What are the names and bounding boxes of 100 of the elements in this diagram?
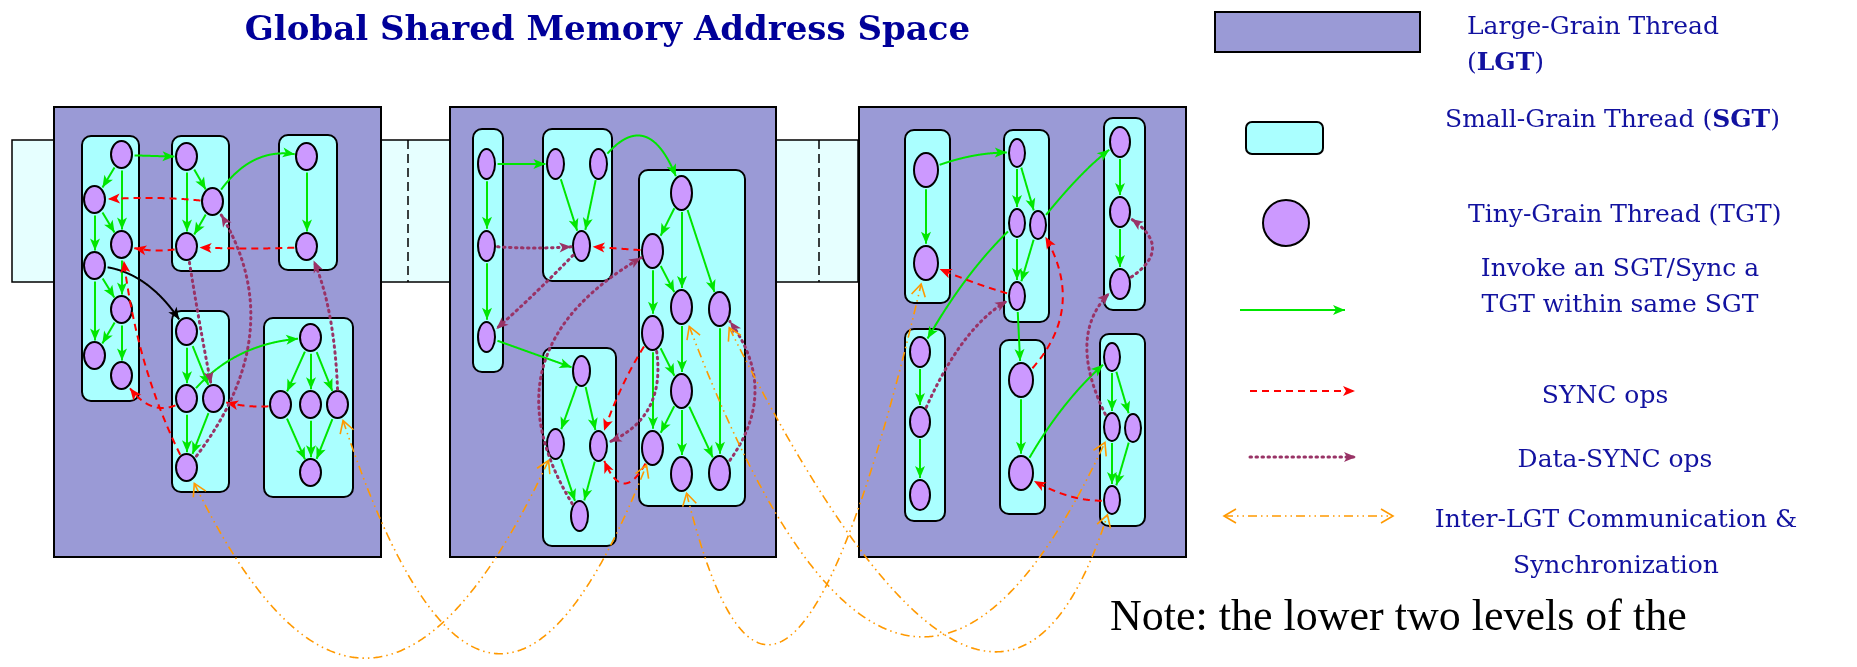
- arrow: [1028, 363, 1105, 459]
- arrow: [286, 417, 306, 461]
- arrow: [606, 134, 677, 178]
- tgt-ellipse: [1108, 195, 1131, 228]
- arrow: [591, 242, 642, 253]
- tgt-ellipse: [708, 454, 731, 491]
- tgt-ellipse: [1007, 137, 1026, 168]
- arrow: [921, 188, 931, 245]
- double-arrow: [681, 283, 926, 646]
- arrow: [938, 267, 1009, 295]
- tgt-ellipse: [299, 323, 322, 352]
- arrow: [191, 412, 210, 455]
- tgt-ellipse: [1007, 207, 1026, 238]
- tgt-ellipse: [83, 251, 106, 280]
- arrow: [193, 213, 207, 236]
- arrow: [90, 280, 100, 342]
- arrow: [659, 264, 676, 294]
- tgt-ellipse: [641, 232, 664, 269]
- arrow: [101, 211, 116, 234]
- lgt-box: [858, 106, 1187, 558]
- arrow: [482, 180, 492, 230]
- arrow: [938, 147, 1008, 166]
- note-text: Note: the lower two levels of the: [1110, 590, 1688, 642]
- lgt-box: [449, 106, 777, 558]
- sgt-box: [81, 135, 140, 402]
- tgt-ellipse: [1123, 412, 1142, 443]
- arrow: [1129, 217, 1154, 279]
- sgt-box: [542, 128, 613, 282]
- legend-text: Small-Grain Thread (SGT): [1445, 103, 1781, 135]
- arrow: [120, 259, 182, 456]
- tgt-ellipse: [912, 244, 939, 281]
- sgt-box: [638, 169, 746, 507]
- tgt-ellipse: [299, 458, 322, 487]
- tgt-ellipse: [908, 335, 931, 368]
- tgt-ellipse: [175, 317, 198, 346]
- tgt-ellipse: [477, 147, 496, 180]
- arrow: [1012, 238, 1022, 281]
- arrow: [198, 242, 296, 253]
- arrow: [187, 260, 214, 386]
- tgt-ellipse: [912, 151, 939, 188]
- tgt-ellipse: [477, 229, 496, 262]
- arrow: [677, 325, 687, 373]
- tgt-ellipse: [295, 232, 318, 261]
- arrow: [220, 147, 296, 191]
- legend-text: Large-Grain Thread (LGT): [1467, 10, 1720, 78]
- arrow: [496, 339, 573, 369]
- arrow: [582, 179, 597, 231]
- arrow: [915, 438, 925, 479]
- sgt-box: [904, 328, 946, 522]
- tgt-ellipse: [908, 478, 931, 511]
- arrow: [182, 413, 192, 454]
- arrow: [603, 459, 647, 485]
- arrow: [582, 460, 596, 502]
- legend-text: Tiny-Grain Thread (TGT): [1468, 198, 1783, 230]
- tgt-ellipse: [295, 142, 318, 171]
- tgt-ellipse: [110, 295, 133, 324]
- arrow: [677, 211, 687, 289]
- arrow: [608, 349, 660, 444]
- arrow: [101, 277, 116, 299]
- tgt-ellipse: [670, 174, 693, 211]
- tgt-ellipse: [175, 232, 198, 261]
- legend-text: Inter-LGT Communication & Synchronization: [1433, 503, 1799, 581]
- arrow: [1115, 228, 1125, 268]
- arrow: [537, 256, 643, 506]
- tgt-ellipse: [175, 453, 198, 482]
- sgt-box: [263, 317, 354, 498]
- tgt-ellipse: [326, 390, 349, 419]
- sgt-box: [171, 310, 230, 493]
- tgt-ellipse: [299, 390, 322, 419]
- arrow: [1019, 238, 1035, 283]
- arrow: [659, 405, 676, 434]
- sgt-box: [1103, 117, 1146, 311]
- tgt-ellipse: [670, 288, 693, 325]
- tgt-ellipse: [175, 384, 198, 413]
- diagram-title: Global Shared Memory Address Space: [243, 8, 972, 48]
- lgt-box: [53, 106, 382, 558]
- arrow: [926, 230, 1010, 340]
- arrow: [686, 209, 716, 293]
- arrow: [106, 266, 181, 321]
- sgt-box: [171, 135, 230, 272]
- arrow: [1020, 166, 1036, 212]
- arrow: [559, 178, 579, 232]
- arrow: [1031, 235, 1064, 370]
- legend-text: Invoke an SGT/Sync a TGT within same SGT: [1479, 252, 1761, 320]
- tgt-ellipse: [589, 429, 608, 462]
- arrow: [302, 171, 312, 233]
- tgt-ellipse: [670, 455, 693, 492]
- arrow: [1115, 158, 1125, 196]
- tgt-ellipse: [1007, 280, 1026, 311]
- arrow: [1115, 370, 1131, 415]
- arrow: [496, 159, 547, 169]
- arrow: [1014, 310, 1025, 362]
- arrow: [133, 245, 176, 256]
- arrow: [90, 214, 100, 252]
- legend-text: Data-SYNC ops: [1516, 443, 1714, 475]
- tgt-ellipse: [175, 142, 198, 171]
- tgt-ellipse: [110, 140, 133, 169]
- tgt-ellipse: [202, 384, 225, 413]
- sgt-box: [1003, 129, 1050, 323]
- arrow: [306, 419, 316, 459]
